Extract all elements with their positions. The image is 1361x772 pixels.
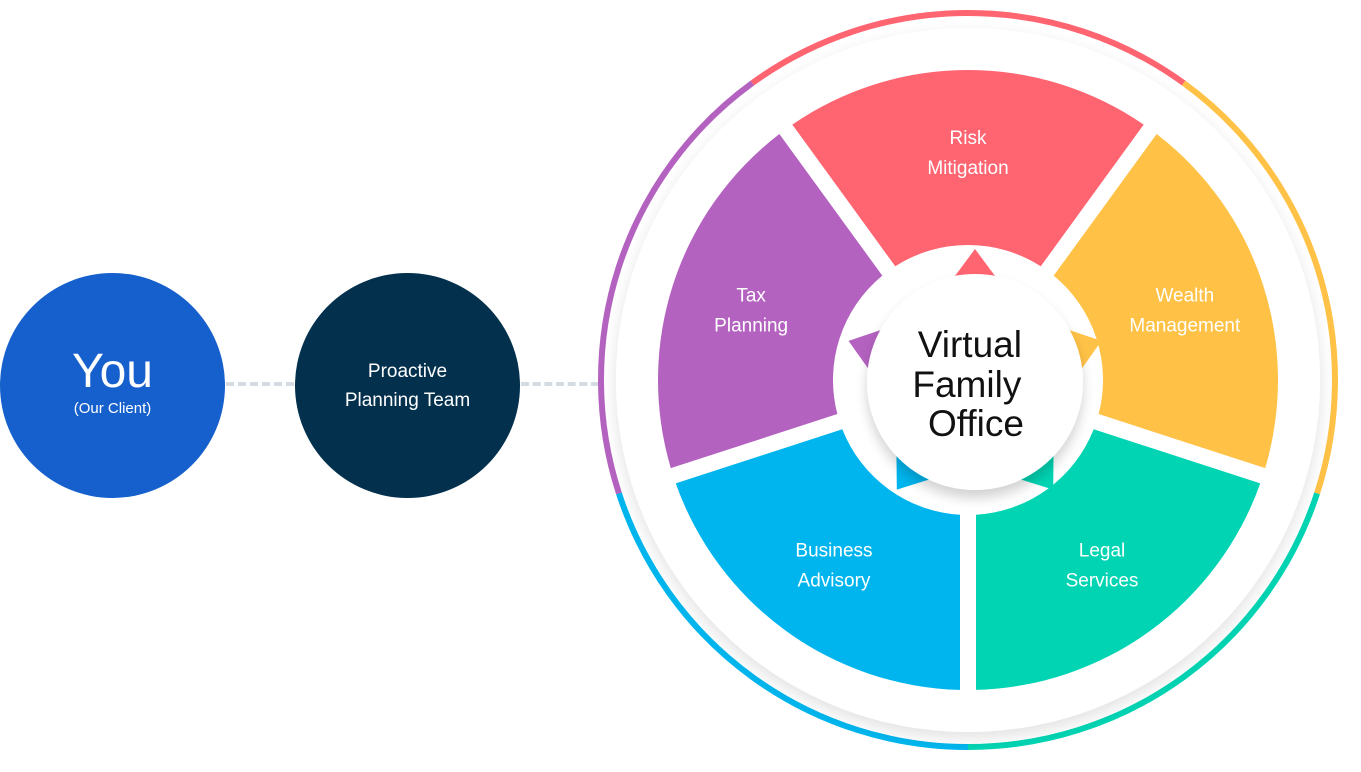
segments-group xyxy=(658,69,1278,690)
center-line-2: Family xyxy=(912,364,1021,405)
center-hub xyxy=(867,274,1083,490)
segment-label-line: Mitigation xyxy=(927,158,1008,179)
outer-ring-arc-legal xyxy=(967,492,1320,750)
segment-risk[interactable] xyxy=(792,69,1144,267)
center-line-1: Virtual xyxy=(918,324,1022,365)
outer-ring-arc-business xyxy=(616,492,969,750)
planning-team-node: Proactive Planning Team xyxy=(295,273,520,498)
center-title: Virtual Family Office xyxy=(912,324,1032,444)
outer-ring xyxy=(598,10,1338,750)
segment-label-line: Legal xyxy=(1079,540,1126,561)
segment-label-line: Services xyxy=(1066,570,1139,591)
connector-you-to-team xyxy=(226,382,294,386)
segment-label-line: Tax xyxy=(736,286,766,307)
segment-business[interactable] xyxy=(675,429,961,690)
team-label-line1: Proactive xyxy=(367,360,448,382)
segment-tax[interactable] xyxy=(658,133,883,469)
segment-label-line: Advisory xyxy=(798,570,871,591)
client-title: You xyxy=(72,344,153,398)
connector-team-to-office xyxy=(521,382,599,386)
segment-label-line: Risk xyxy=(950,128,987,149)
client-subtitle: (Our Client) xyxy=(73,399,152,417)
team-label-line2: Planning Team xyxy=(344,389,471,411)
segment-label-line: Management xyxy=(1129,316,1241,337)
segment-label-line: Wealth xyxy=(1155,286,1214,307)
segment-label-line: Business xyxy=(795,540,872,561)
outer-ring-arc-risk xyxy=(750,10,1186,86)
outer-ring-arc-tax xyxy=(598,80,755,495)
segment-legal[interactable] xyxy=(975,429,1261,690)
center-line-3: Office xyxy=(928,403,1024,444)
client-node: You (Our Client) xyxy=(0,273,225,498)
outer-ring-arc-wealth xyxy=(1181,80,1338,495)
segment-wealth[interactable] xyxy=(1053,133,1278,469)
segment-label-line: Planning xyxy=(714,316,788,337)
